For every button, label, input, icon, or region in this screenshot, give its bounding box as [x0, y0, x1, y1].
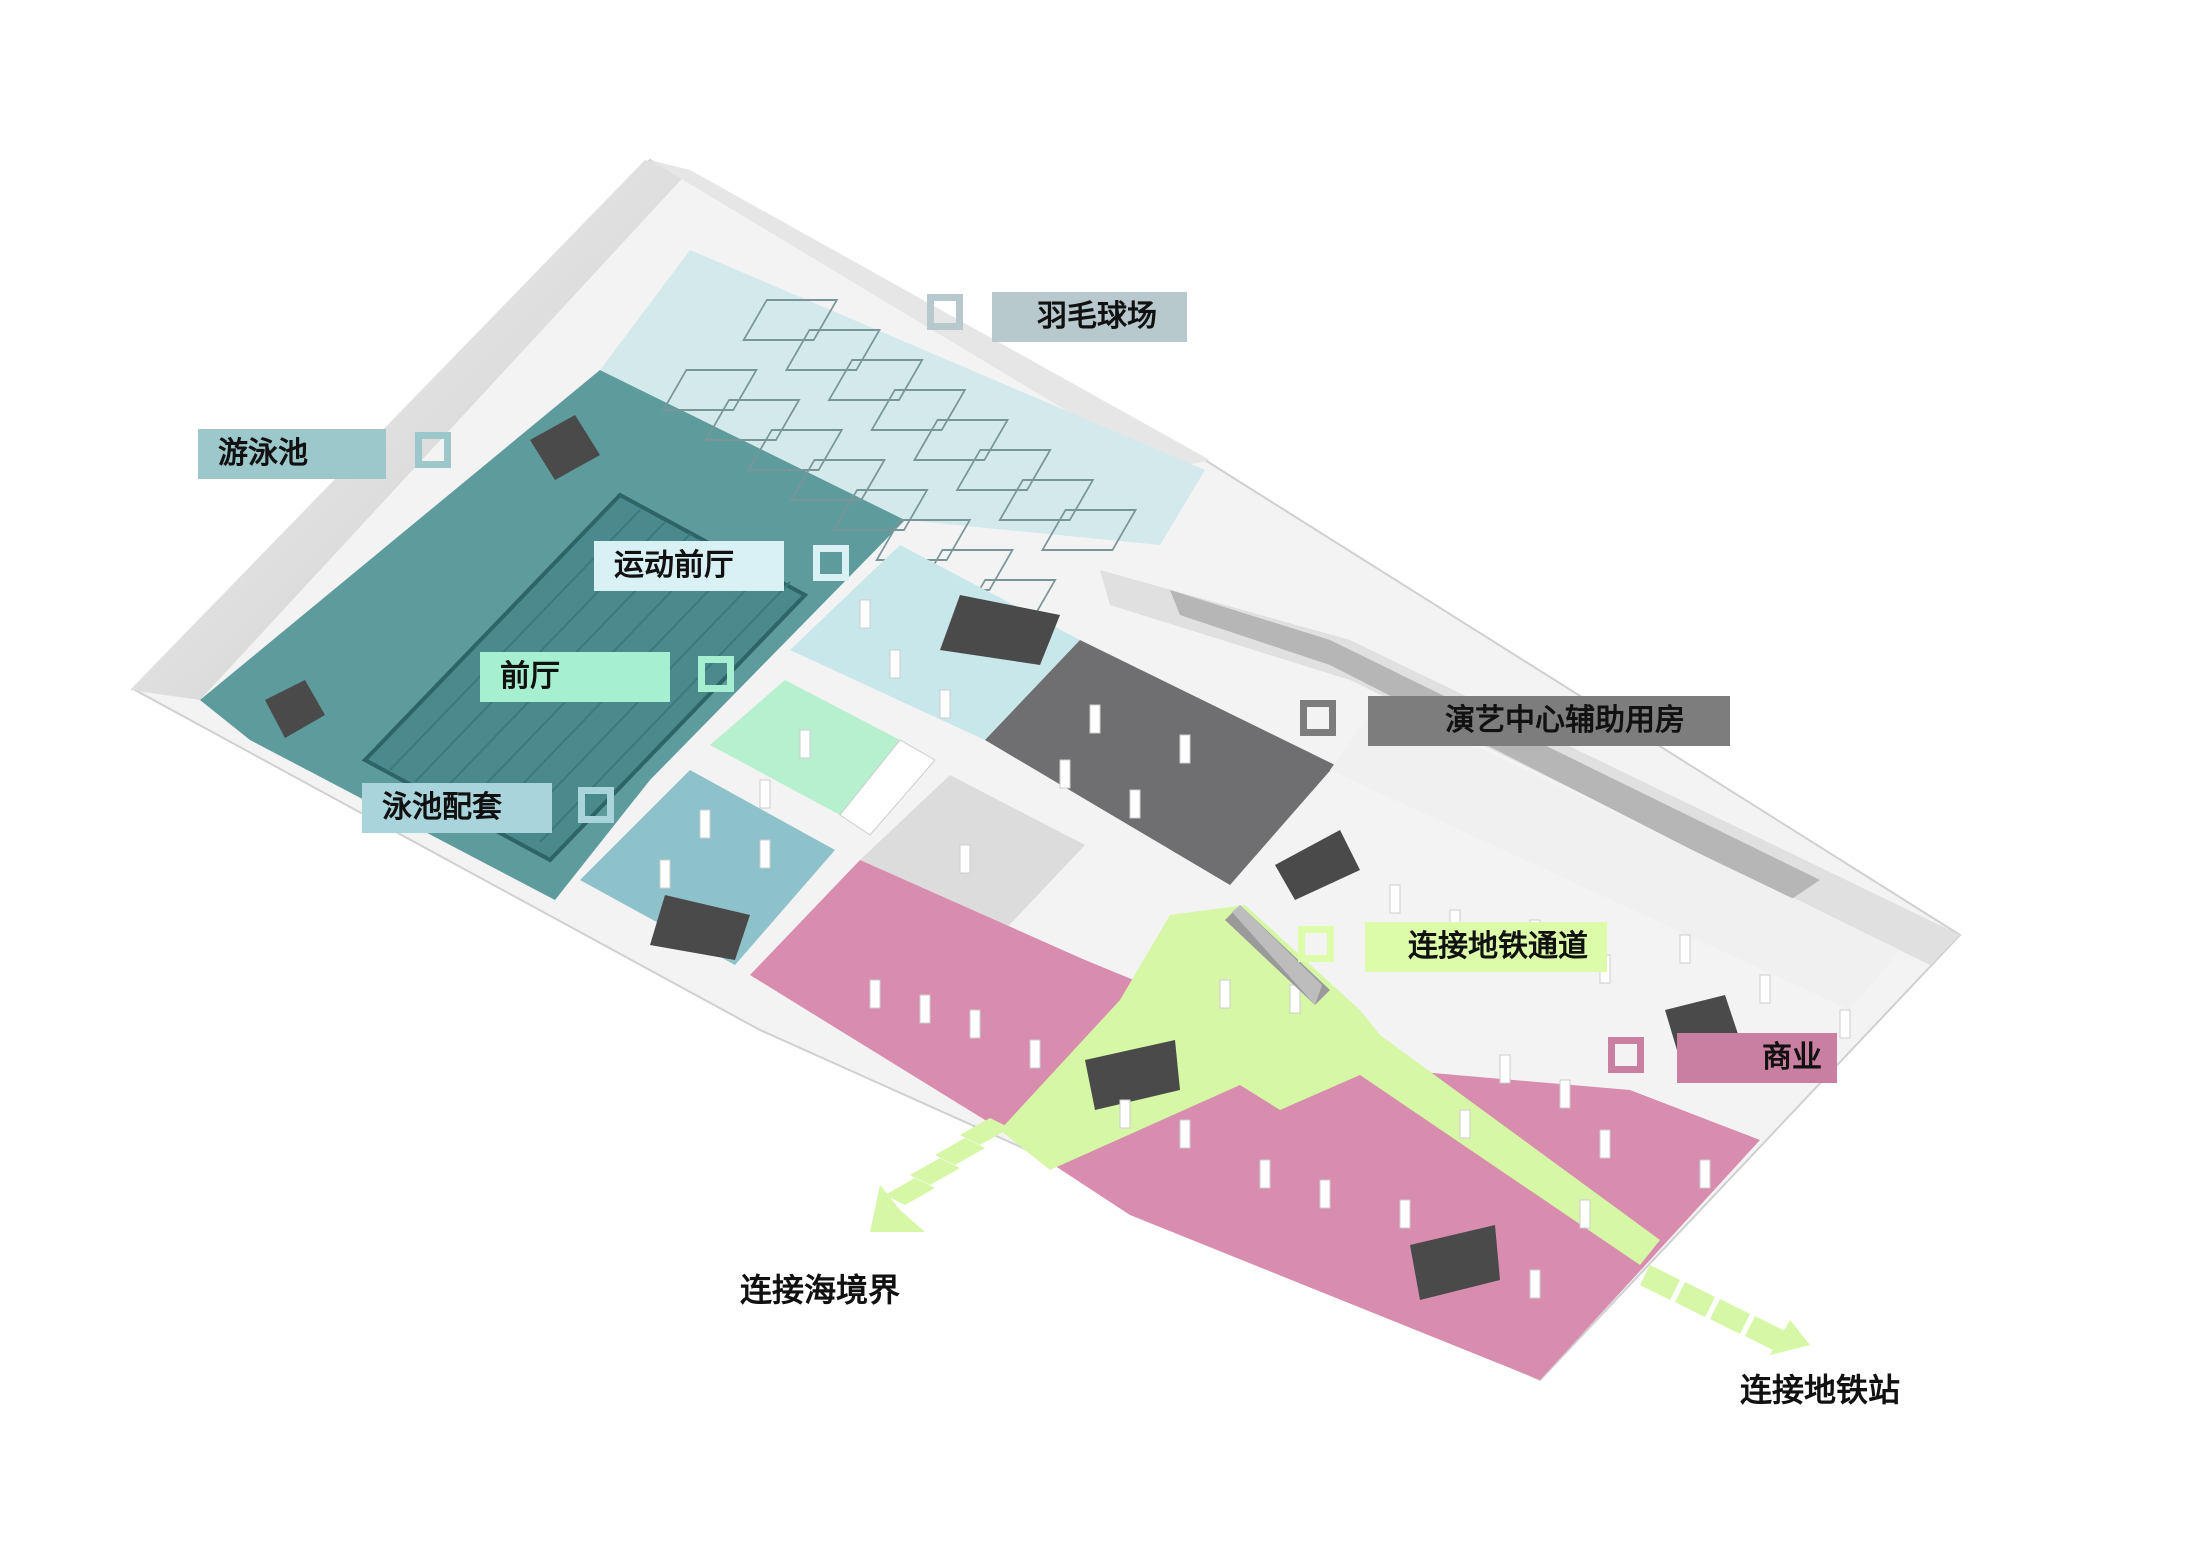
core-blocks — [265, 415, 1740, 1300]
arts-aux-zone — [985, 640, 1335, 885]
sports-lobby-zone — [790, 545, 1080, 740]
arrow-to-haijingjie — [870, 1118, 1010, 1232]
pool-support-marker — [578, 787, 614, 823]
pool-support-zone — [580, 770, 835, 965]
sports-lobby-label: 运动前厅 — [594, 541, 784, 591]
badminton-marker — [927, 294, 963, 330]
metro-passage-label: 连接地铁通道 — [1365, 922, 1607, 972]
sports-lobby-marker — [813, 545, 849, 581]
arrow-to-metro-station — [1640, 1265, 1810, 1355]
grey-floor-zone — [860, 775, 1085, 935]
escalator — [1225, 905, 1330, 1005]
pool-support-label: 泳池配套 — [362, 783, 552, 833]
commercial-label: 商业 — [1677, 1033, 1837, 1083]
right-light-zone — [1330, 700, 1900, 1010]
commercial-marker — [1608, 1037, 1644, 1073]
arts-aux-label: 演艺中心辅助用房 — [1368, 696, 1730, 746]
stairs — [839, 739, 936, 836]
metro-passage-zone — [1000, 905, 1660, 1265]
connection-haijingjie-label: 连接海境界 — [740, 1271, 901, 1309]
lobby-label: 前厅 — [480, 652, 670, 702]
metro-passage-marker — [1298, 926, 1334, 962]
west-wall — [130, 160, 690, 700]
swimming-pool-label: 游泳池 — [198, 429, 386, 479]
badminton-label: 羽毛球场 — [992, 292, 1187, 342]
arts-aux-marker — [1300, 700, 1336, 736]
swimming-pool-marker — [415, 432, 451, 468]
lobby-marker — [698, 656, 734, 692]
badminton-hall-zone — [600, 250, 1205, 545]
commercial-zone — [750, 860, 1760, 1380]
connection-metro-station-label: 连接地铁站 — [1740, 1371, 1901, 1409]
